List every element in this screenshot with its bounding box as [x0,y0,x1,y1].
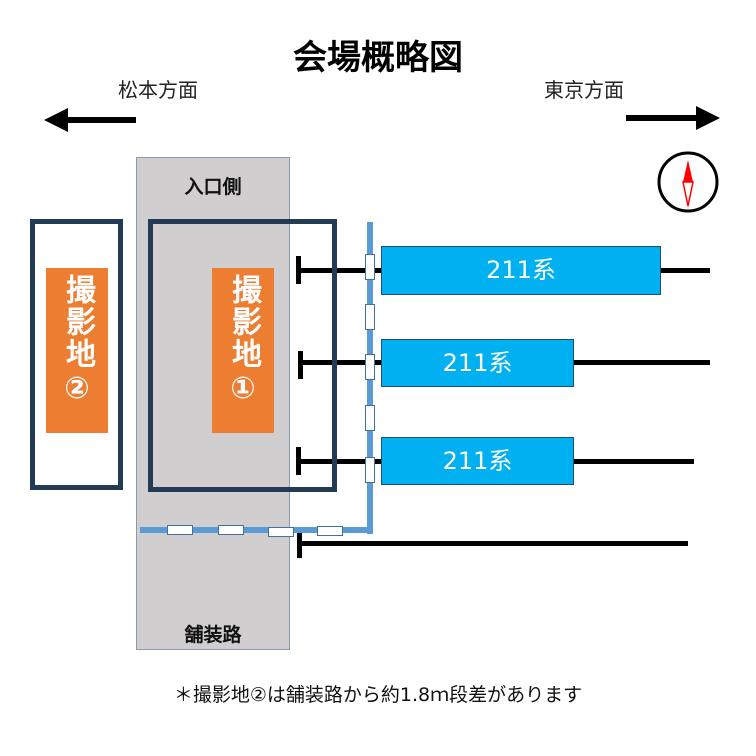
fence-gate [365,405,375,431]
arrow-left-icon [44,108,136,132]
entrance-side-label: 入口側 [184,176,242,198]
fence-gate [218,525,244,535]
arrow-right-icon [626,106,720,130]
buffer-stop-1 [296,256,301,284]
compass-icon [657,151,719,213]
fence-gate [167,525,193,535]
buffer-stop-3 [296,447,301,475]
train-2: 211系 [381,339,574,387]
photo-area-2-outline [30,219,123,490]
paved-road-label: 舗装路 [184,624,242,646]
photo-spot-2-label: 撮影地 [60,274,95,370]
fence-gate [365,457,375,483]
fence-horizontal [140,527,373,533]
footnote: ＊撮影地②は舗装路から約1.8ｍ段差があります [173,684,583,706]
fence-gate [365,304,375,330]
train-3: 211系 [381,437,574,485]
buffer-stop-2 [298,351,303,379]
fence-gate [268,527,294,537]
train-1: 211系 [381,246,661,295]
page-title: 会場概略図 [293,38,463,78]
photo-spot-2-number: ② [64,371,90,406]
fence-gate [365,354,375,380]
fence-gate [365,254,375,280]
photo-spot-1-number: ① [230,371,256,406]
photo-spot-1: 撮影地 ① [212,268,274,433]
direction-tokyo-label: 東京方面 [544,78,624,102]
direction-matsumoto-label: 松本方面 [118,78,198,102]
photo-spot-2: 撮影地 ② [46,268,108,433]
photo-area-1-outline [148,219,337,492]
track-4 [298,541,688,546]
fence-gate [317,526,343,536]
buffer-stop-4 [297,530,302,558]
photo-spot-1-label: 撮影地 [226,274,261,370]
